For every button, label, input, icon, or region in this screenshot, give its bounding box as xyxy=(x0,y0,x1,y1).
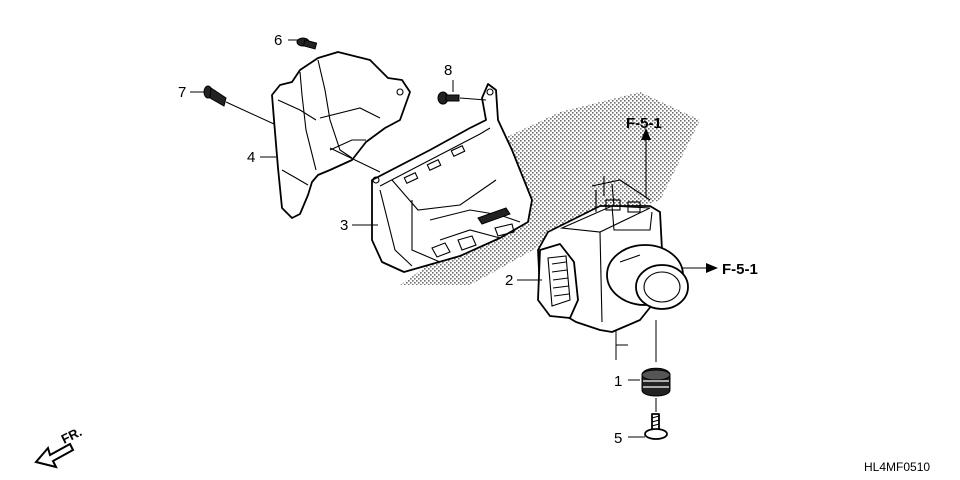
callout-5: 5 xyxy=(614,430,622,447)
callout-3: 3 xyxy=(340,217,348,234)
diagram-code: HL4MF0510 xyxy=(864,460,930,474)
arrow-right-icon xyxy=(706,263,718,273)
callout-7: 7 xyxy=(178,84,186,101)
bolt-8-part xyxy=(437,91,460,105)
abs-cover-part xyxy=(271,51,411,219)
leader-lines xyxy=(190,39,710,438)
clip-7-part xyxy=(203,85,227,107)
screw-6-part xyxy=(296,37,318,50)
reference-label-upper: F-5-1 xyxy=(626,115,662,132)
callout-1: 1 xyxy=(614,373,622,390)
arrow-up-icon xyxy=(641,128,651,140)
callout-6: 6 xyxy=(274,32,282,49)
front-direction-arrow-icon xyxy=(34,442,75,469)
abs-modulator-part xyxy=(537,179,689,333)
grommet-part xyxy=(641,367,671,397)
bolt-5-part xyxy=(644,413,668,440)
callout-8: 8 xyxy=(444,62,452,79)
front-direction-label: FR. xyxy=(59,424,84,447)
callout-4: 4 xyxy=(247,149,255,166)
reference-label-right: F-5-1 xyxy=(722,261,758,278)
abs-bracket-part xyxy=(371,83,533,273)
callout-2: 2 xyxy=(505,272,513,289)
